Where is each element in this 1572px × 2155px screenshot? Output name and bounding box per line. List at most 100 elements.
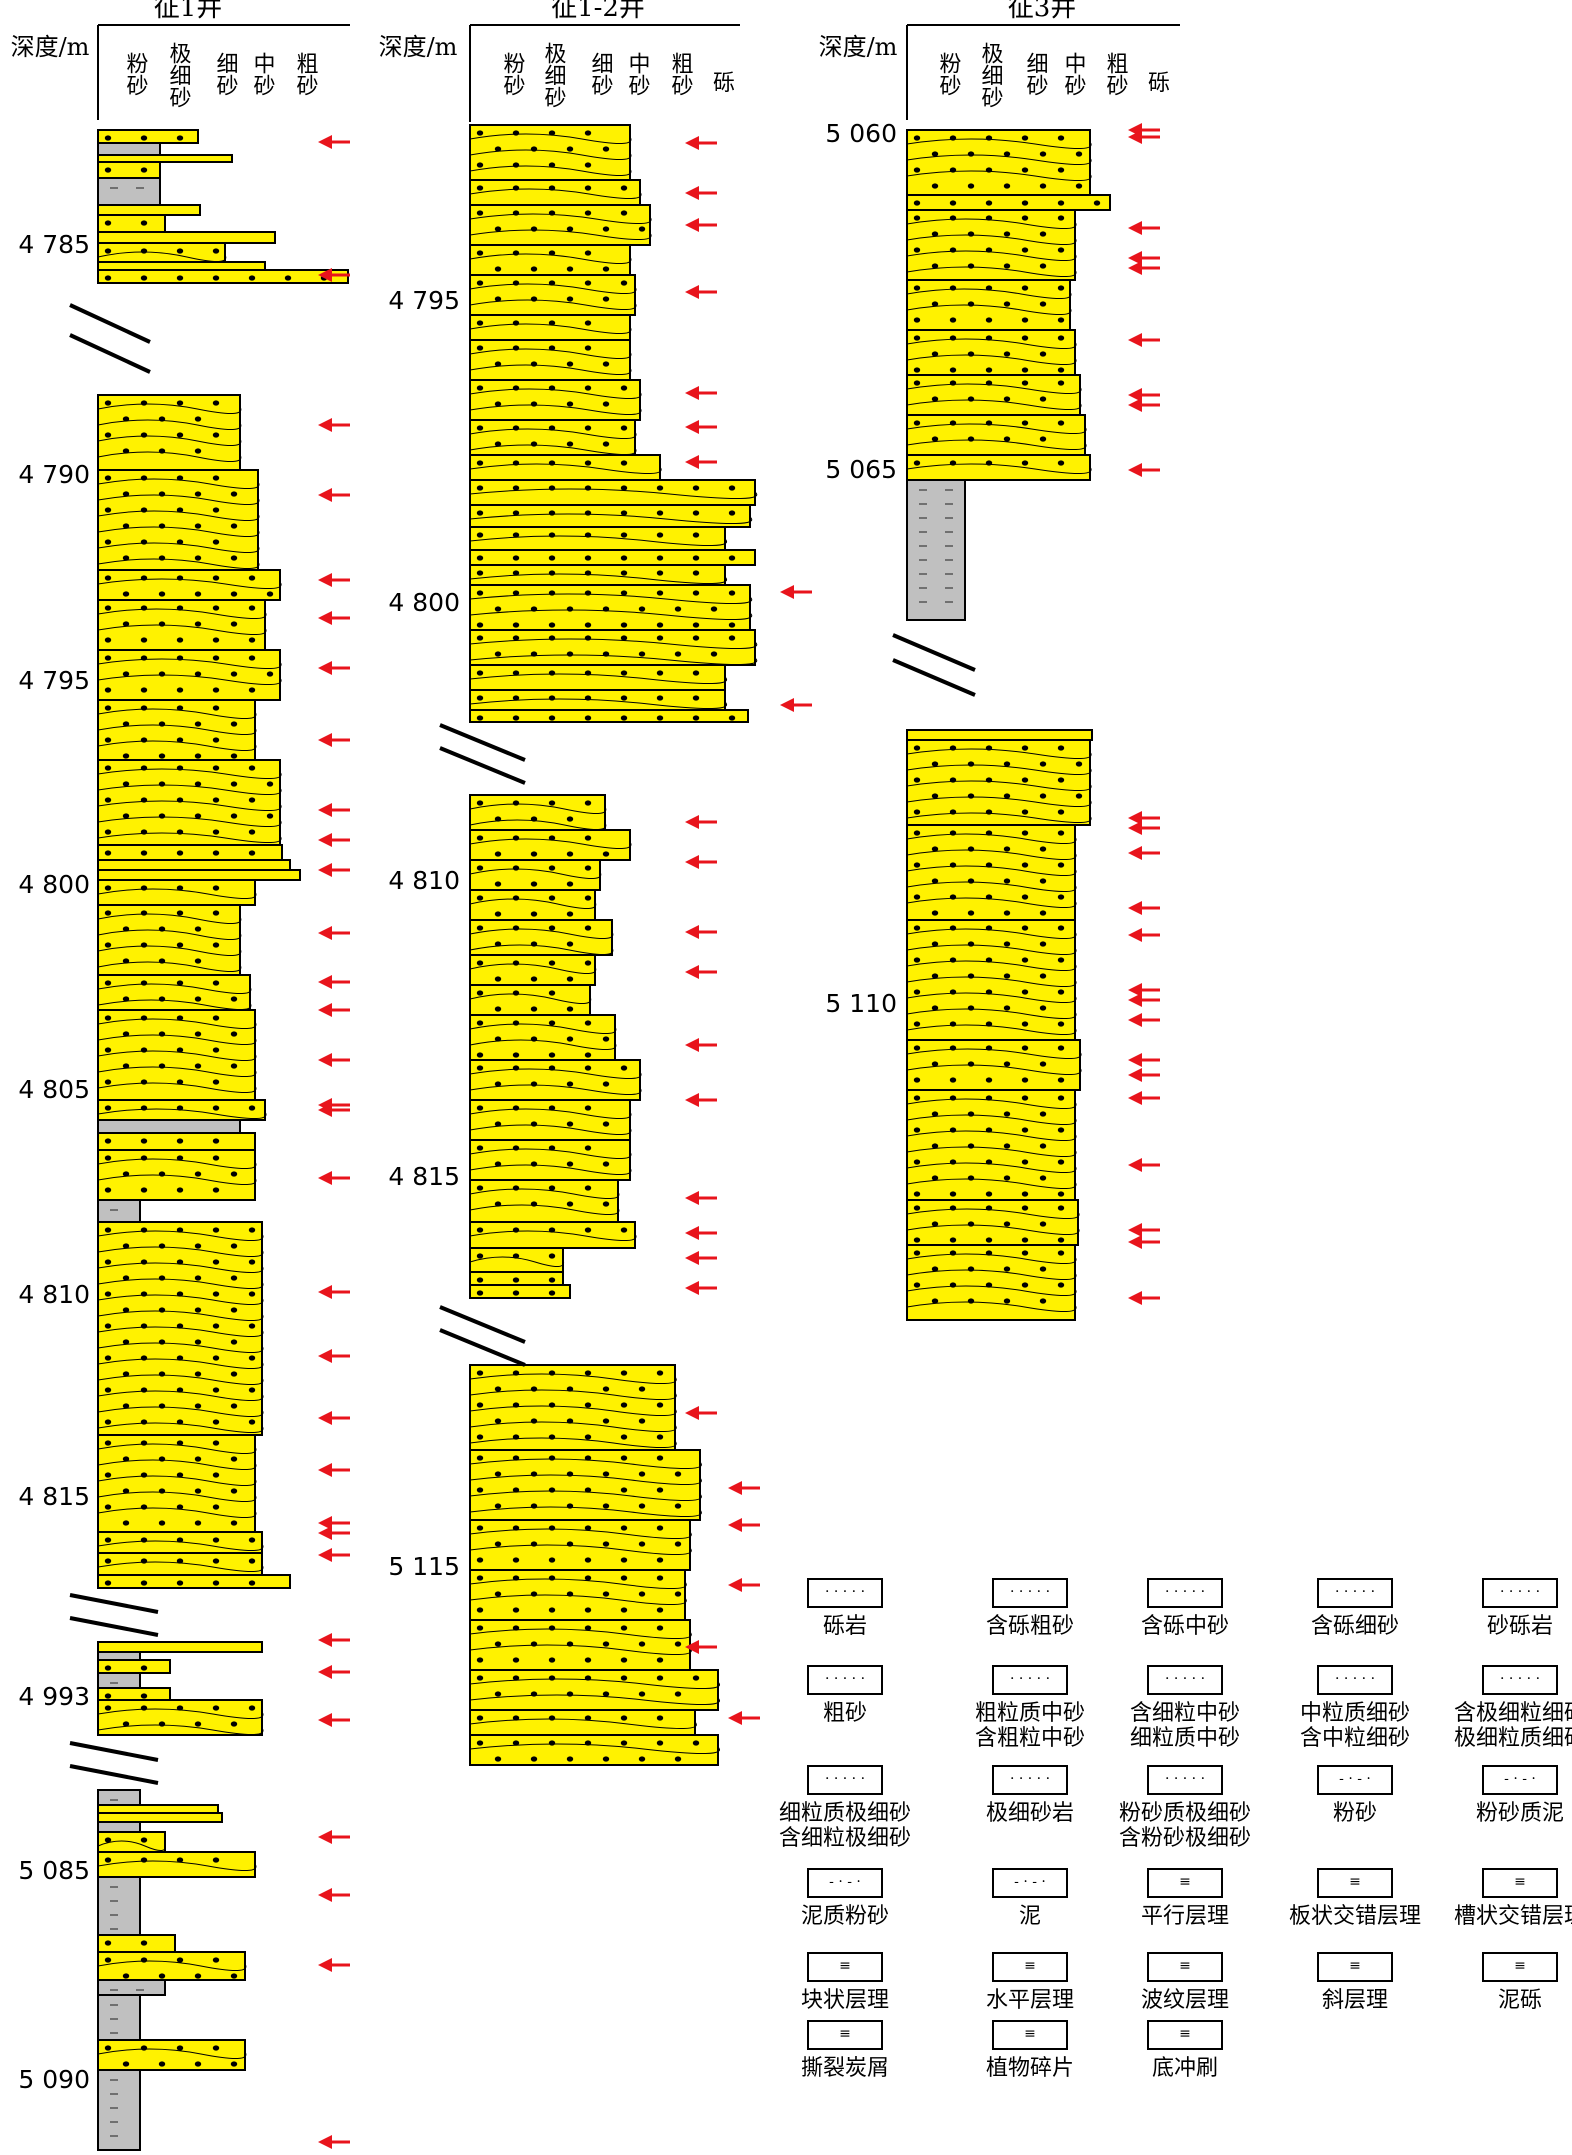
sand-bed — [97, 1574, 291, 1589]
sand-bed — [469, 179, 642, 206]
sample-arrow — [318, 1958, 350, 1972]
well1-grain-0: 粉砂 — [123, 52, 149, 96]
sand-bed — [906, 1199, 1080, 1246]
sample-arrow — [318, 268, 350, 282]
sand-bed — [469, 689, 728, 711]
sample-arrow — [318, 2135, 350, 2149]
legend-label: 粗砂 — [822, 1701, 867, 1726]
legend-swatch: · · · · · — [1317, 1578, 1393, 1608]
well3-grain-1: 极细砂 — [978, 42, 1004, 108]
legend-item: - · - ·粉砂 — [1260, 1765, 1450, 1826]
sand-bed — [97, 1132, 256, 1151]
legend-label: 含粗粒中砂 — [974, 1726, 1085, 1751]
legend-item: ≡植物碎片 — [935, 2020, 1125, 2081]
sand-bed — [469, 479, 758, 506]
well3-grain-4: 粗砂 — [1103, 52, 1129, 96]
well1-depth-header: 深度/m — [11, 33, 90, 61]
sample-arrow — [728, 1578, 760, 1592]
sand-bed — [469, 1449, 702, 1521]
sample-arrow — [1128, 333, 1160, 347]
sample-arrow — [1128, 901, 1160, 915]
legend-swatch: ≡ — [992, 1952, 1068, 1982]
sample-arrow — [780, 585, 812, 599]
sample-arrow — [318, 1463, 350, 1477]
depth-label: 4 810 — [18, 1280, 90, 1309]
well3-grain-2: 细砂 — [1023, 52, 1049, 96]
legend-label: 含粉砂极细砂 — [1118, 1826, 1251, 1851]
sand-bed — [97, 204, 201, 216]
depth-label: 5 115 — [388, 1552, 460, 1581]
well1-log-a — [97, 129, 349, 284]
legend-swatch: - · - · — [992, 1868, 1068, 1898]
legend-swatch: ≡ — [1147, 1952, 1223, 1982]
sample-arrow — [685, 1093, 717, 1107]
sample-arrow — [685, 1406, 717, 1420]
depth-label: 4 815 — [388, 1162, 460, 1191]
well2-grain-4: 粗砂 — [668, 52, 694, 96]
legend-swatch: - · - · — [1482, 1765, 1558, 1795]
sample-arrow — [685, 815, 717, 829]
sand-bed — [469, 419, 637, 456]
sand-bed — [97, 1699, 264, 1736]
mud-bed — [906, 479, 966, 621]
sand-bed — [97, 1149, 257, 1201]
sample-arrow — [685, 1640, 717, 1654]
mud-bed — [97, 1994, 141, 2041]
legend-item: ≡底冲刷 — [1090, 2020, 1280, 2081]
legend-item: ≡泥砾 — [1425, 1952, 1572, 2013]
sand-bed — [469, 526, 728, 551]
sand-bed — [469, 1709, 697, 1736]
sand-bed — [97, 1552, 264, 1576]
legend-label: 含细粒极细砂 — [778, 1826, 911, 1851]
sand-bed — [906, 454, 1092, 481]
sample-arrow — [318, 1665, 350, 1679]
legend-swatch: ≡ — [1317, 1868, 1393, 1898]
sand-bed — [97, 1434, 257, 1533]
depth-label: 4 800 — [388, 588, 460, 617]
sample-arrow — [685, 1191, 717, 1205]
mud-bed — [97, 177, 161, 206]
sand-bed — [97, 1221, 264, 1436]
well3-log-a — [906, 129, 1111, 621]
sand-bed — [469, 1139, 632, 1181]
legend-label: 细粒质中砂 — [1129, 1726, 1240, 1751]
legend-label: 水平层理 — [985, 1988, 1074, 2013]
legend-label: 含极细粒细砂 — [1453, 1701, 1572, 1726]
sample-arrow — [318, 1888, 350, 1902]
well1-log-d — [97, 1789, 257, 2151]
well3-grain-3: 中砂 — [1061, 52, 1087, 96]
sample-arrow — [318, 1516, 350, 1530]
sample-arrow — [685, 420, 717, 434]
legend-label: 含细粒中砂 — [1129, 1701, 1240, 1726]
legend-swatch: · · · · · — [807, 1578, 883, 1608]
depth-label: 5 090 — [18, 2065, 90, 2094]
legend-item: · · · · ·含砾细砂 — [1260, 1578, 1450, 1639]
legend-label: 中粒质细砂 — [1299, 1701, 1410, 1726]
sand-bed — [906, 729, 1093, 741]
sample-arrow — [318, 1349, 350, 1363]
sand-bed — [469, 274, 637, 316]
sample-arrow — [318, 1171, 350, 1185]
sand-bed — [469, 1519, 692, 1571]
sand-bed — [97, 1099, 267, 1121]
legend-swatch: - · - · — [1317, 1765, 1393, 1795]
sand-bed — [469, 889, 597, 921]
well1-grain-1: 极细砂 — [166, 42, 192, 108]
sand-bed — [97, 1831, 166, 1853]
legend-label: 含砾粗砂 — [985, 1614, 1074, 1639]
sand-bed — [906, 919, 1077, 1041]
sample-arrow — [318, 1285, 350, 1299]
sand-bed — [469, 564, 728, 586]
legend-swatch: · · · · · — [1482, 1665, 1558, 1695]
sample-arrow — [685, 218, 717, 232]
sample-arrow — [318, 135, 350, 149]
sand-bed — [97, 1804, 219, 1814]
legend-swatch: · · · · · — [1147, 1578, 1223, 1608]
legend-label: 粉砂质极细砂 — [1118, 1801, 1251, 1826]
sample-arrow — [1128, 846, 1160, 860]
legend-item: ≡斜层理 — [1260, 1952, 1450, 2013]
depth-label: 5 065 — [825, 455, 897, 484]
sand-bed — [906, 1244, 1077, 1321]
sample-arrow — [318, 1003, 350, 1017]
depth-label: 4 795 — [18, 666, 90, 695]
